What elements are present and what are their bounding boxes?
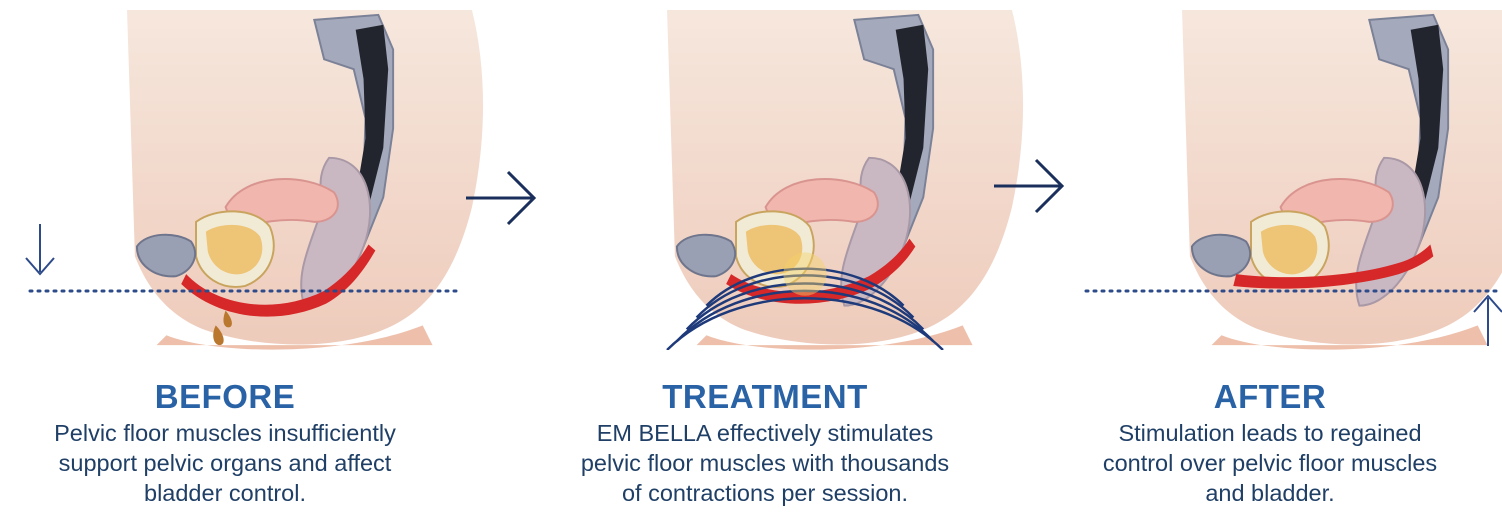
- after-caption: AFTER Stimulation leads to regained cont…: [1060, 378, 1480, 508]
- after-panel: AFTER Stimulation leads to regained cont…: [1060, 0, 1502, 524]
- arrow-right-icon: [990, 156, 1070, 216]
- before-panel: BEFORE Pelvic floor muscles insufficient…: [0, 0, 520, 524]
- step-description: Stimulation leads to regained control ov…: [1060, 418, 1480, 508]
- arrow-up-icon: [1468, 290, 1502, 350]
- treatment-panel: TREATMENT EM BELLA effectively stimulate…: [520, 0, 1040, 524]
- after-illustration: [1120, 10, 1502, 350]
- step-title: TREATMENT: [520, 378, 1010, 416]
- before-illustration: [30, 10, 500, 350]
- step-description: Pelvic floor muscles insufficiently supp…: [0, 418, 450, 508]
- step-title: BEFORE: [0, 378, 450, 416]
- arrow-down-icon: [20, 220, 60, 280]
- treatment-caption: TREATMENT EM BELLA effectively stimulate…: [520, 378, 1010, 508]
- step-description: EM BELLA effectively stimulates pelvic f…: [520, 418, 1010, 508]
- step-title: AFTER: [1060, 378, 1480, 416]
- treatment-illustration: [570, 10, 1040, 350]
- dotted-reference-line: [28, 288, 458, 294]
- dotted-reference-line: [1084, 288, 1502, 294]
- stimulation-glow: [783, 252, 826, 295]
- before-caption: BEFORE Pelvic floor muscles insufficient…: [0, 378, 450, 508]
